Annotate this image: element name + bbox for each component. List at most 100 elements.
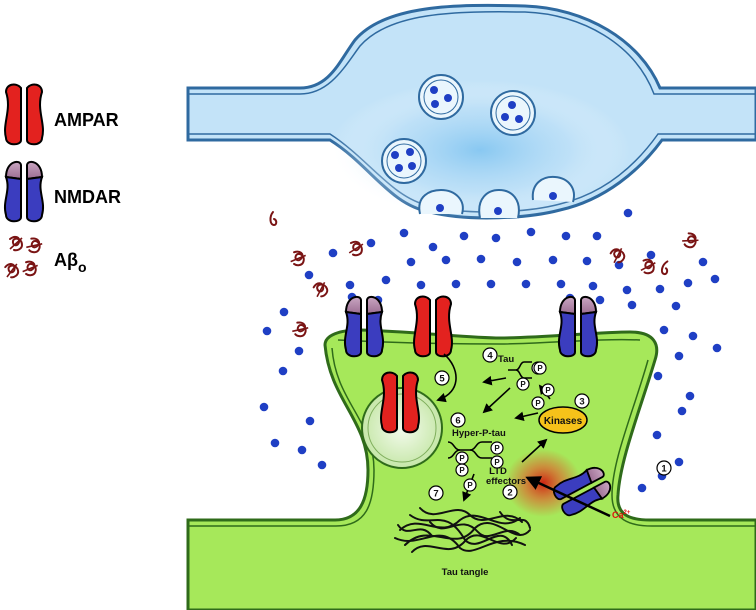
svg-text:P: P — [459, 454, 465, 463]
glutamate-dot — [659, 325, 669, 335]
glutamate-dot — [297, 445, 307, 455]
svg-text:7: 7 — [433, 489, 438, 500]
svg-text:P: P — [494, 458, 500, 467]
glutamate-dot — [345, 280, 355, 290]
legend-ampar-label: AMPAR — [54, 110, 119, 130]
phospho-group: P — [490, 441, 504, 455]
glutamate-dot — [381, 275, 391, 285]
glutamate-dot — [646, 250, 656, 260]
glutamate-dot — [588, 281, 598, 291]
glutamate-dot — [428, 242, 438, 252]
glutamate-dot — [592, 231, 602, 241]
abeta-monomer — [660, 260, 669, 276]
phospho-group: P — [490, 455, 504, 469]
nmdar-icon — [4, 160, 44, 223]
glutamate-dot — [548, 255, 558, 265]
abeta-oligomers — [269, 211, 699, 338]
legend-nmdar-label: NMDAR — [54, 187, 121, 207]
calcium-influx-glow — [505, 449, 581, 517]
tau-tangle — [394, 507, 531, 553]
glutamate-dot — [674, 351, 684, 361]
glutamate-dot — [698, 257, 708, 267]
abeta-oligomer — [609, 247, 626, 264]
abeta-oligomer — [312, 281, 329, 298]
ampar-receptor — [380, 371, 420, 434]
glutamate-dot — [399, 228, 409, 238]
tau-label: Tau — [498, 354, 514, 365]
abeta-oligomer — [682, 232, 699, 249]
glutamate-dot — [712, 343, 722, 353]
ampar-receptor — [413, 295, 453, 358]
abeta-oligomer — [348, 240, 364, 257]
vesicle — [490, 90, 536, 136]
glutamate-dot — [614, 260, 624, 270]
hyper-p-tau-label: Hyper-P-tau — [452, 428, 506, 439]
pathway-labels: Tau Hyper-P-tau LTD effectors Tau tangle… — [442, 354, 631, 578]
glutamate-dot — [476, 254, 486, 264]
glutamate-dot — [688, 331, 698, 341]
step-4-marker: 4 — [482, 347, 498, 363]
nmdar-receptor — [552, 466, 612, 517]
glutamate-dot — [627, 300, 637, 310]
glutamate-dot — [294, 346, 304, 356]
nmdar-receptor — [558, 295, 598, 358]
glutamate-dot — [655, 284, 665, 294]
glutamate-dot — [512, 257, 522, 267]
nmdar-receptor — [4, 160, 44, 223]
abeta-oligomer — [640, 258, 656, 275]
svg-text:P: P — [467, 481, 473, 490]
abeta-oligomer — [22, 260, 38, 277]
glutamate-dot — [279, 307, 289, 317]
svg-text:P: P — [459, 466, 465, 475]
phospho-group: P — [516, 377, 530, 391]
postsynaptic-membrane — [186, 328, 756, 610]
glutamate-dot — [710, 274, 720, 284]
abeta-oligomer — [290, 250, 306, 267]
step-2-marker: 2 — [502, 484, 518, 500]
legend-nmdar: NMDAR — [4, 160, 121, 223]
arrow-tau-to-hyperp — [482, 387, 511, 414]
glutamate-dot — [416, 280, 426, 290]
glutamate-dot — [441, 255, 451, 265]
glutamate-dot — [521, 279, 531, 289]
calcium-influx-arrow — [525, 476, 611, 518]
presynaptic-glow — [330, 80, 630, 220]
abeta-oligomer — [292, 321, 309, 338]
svg-text:P: P — [494, 444, 500, 453]
glutamate-dot — [622, 285, 632, 295]
glutamate-dot — [653, 371, 663, 381]
presynaptic-inner-membrane — [188, 11, 756, 95]
calcium-label: Ca2+ — [612, 510, 631, 520]
glutamate-dot — [652, 430, 662, 440]
glutamate-dot — [328, 248, 338, 258]
glutamate-dot — [637, 483, 647, 493]
ampar-icon — [4, 83, 44, 146]
legend-ampar: AMPAR — [4, 83, 119, 146]
glutamate-dot — [685, 391, 695, 401]
tau-tangle-label: Tau tangle — [442, 567, 489, 578]
glutamate-dot — [305, 416, 315, 426]
vesicle — [381, 138, 427, 184]
step-7-marker: 7 — [428, 485, 444, 501]
glutamate-dot — [674, 457, 684, 467]
hyper-p-tau — [447, 441, 492, 459]
glutamate-dot — [259, 402, 269, 412]
glutamate-dot — [582, 256, 592, 266]
step-6-marker: 6 — [450, 412, 466, 428]
legend: AMPAR NMDAR Aβo — [4, 83, 121, 279]
abeta-monomer — [269, 211, 278, 227]
glutamate-dot — [270, 438, 280, 448]
glutamate-dot — [595, 295, 605, 305]
arrow-tau-to-transport — [482, 375, 507, 386]
arrow-ampar-internalization — [436, 353, 457, 403]
fusing-vesicle — [478, 188, 520, 219]
arrow-ltd-to-kinases — [521, 438, 548, 463]
glutamate-dot — [486, 279, 496, 289]
svg-text:3: 3 — [579, 397, 584, 408]
glutamate-molecules — [259, 208, 722, 493]
glutamate-dot — [459, 231, 469, 241]
arrow-kinase-to-hyperp — [514, 411, 539, 421]
